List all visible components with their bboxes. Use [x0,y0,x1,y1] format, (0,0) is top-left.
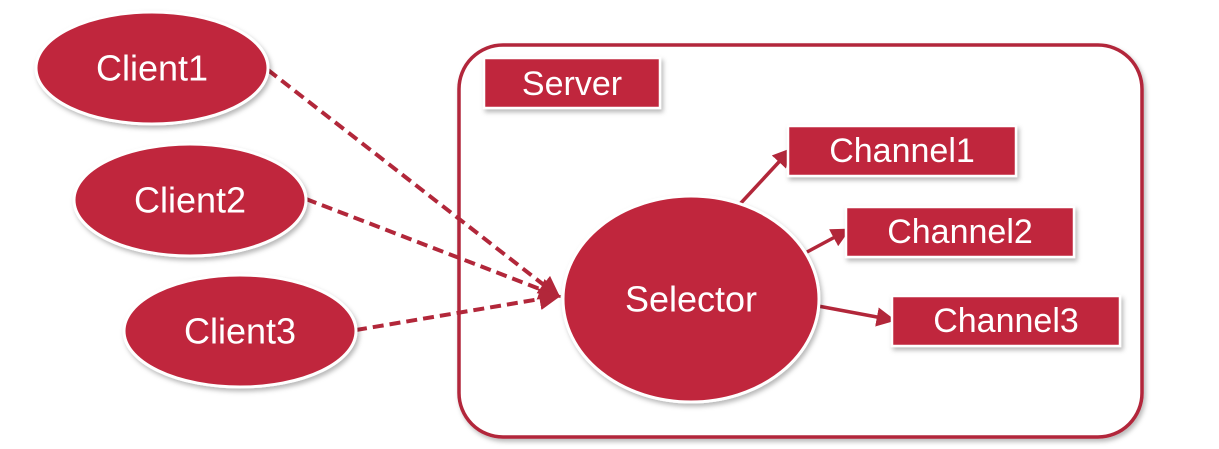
server-label: Server [522,65,622,103]
channel-connectors [738,147,896,327]
client1-label: Client1 [96,48,208,89]
channel1-connector [738,147,792,206]
client3-connector [355,288,562,332]
client2-label: Client2 [134,180,246,221]
client-node-2: Client2 [72,142,308,258]
channel3-connector [817,304,896,327]
channel-node-2: Channel2 [844,205,1076,259]
client-node-3: Client3 [122,273,358,389]
selector-node: Selector [561,194,821,404]
client-node-1: Client1 [34,10,270,126]
channel1-label: Channel1 [829,132,975,170]
channel3-label: Channel3 [933,302,1079,340]
selector-label: Selector [625,279,757,320]
client3-label: Client3 [184,311,296,352]
channel2-label: Channel2 [887,213,1033,251]
server-label-box: Server [482,56,662,110]
client-connectors [266,68,562,332]
channel-node-1: Channel1 [786,124,1018,178]
channel2-connector [806,228,851,254]
client1-connector [266,68,561,299]
client2-connector [305,197,562,300]
channel-node-3: Channel3 [890,294,1122,348]
